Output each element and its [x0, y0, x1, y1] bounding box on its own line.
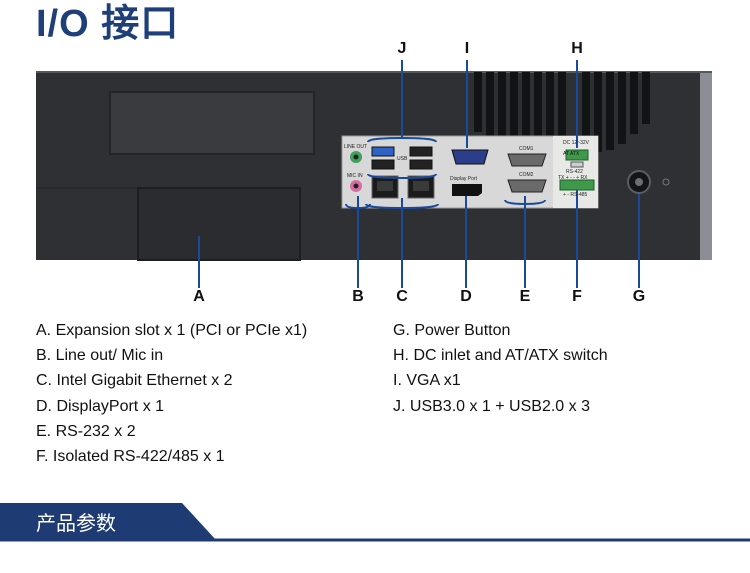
callout-i: I	[464, 40, 470, 57]
callout-c: C	[396, 288, 408, 305]
io-panel-illustration	[36, 60, 712, 288]
callout-b: B	[352, 288, 364, 305]
callout-h: H	[571, 40, 583, 57]
displayport-label: Display Port	[450, 176, 477, 182]
callout-a: A	[193, 288, 205, 305]
legend-item-i: I. VGA x1	[393, 372, 461, 390]
callout-lines	[198, 60, 640, 288]
page-title: I/O 接口	[36, 3, 180, 45]
dc-inlet	[565, 149, 589, 161]
legend-item-h: H. DC inlet and AT/ATX switch	[393, 347, 608, 365]
usb3-port	[371, 146, 395, 157]
callout-d: D	[460, 288, 472, 305]
com2-label: COM2	[519, 172, 534, 178]
legend-item-c: C. Intel Gigabit Ethernet x 2	[36, 372, 233, 390]
section-title: 产品参数	[36, 511, 116, 535]
rs422-terminal	[559, 179, 595, 191]
rs485-label: + - RS-485	[563, 192, 588, 198]
displayport-port	[452, 184, 482, 196]
legend-item-a: A. Expansion slot x 1 (PCI or PCIe x1)	[36, 322, 308, 339]
expansion-slot	[137, 187, 301, 261]
legend-item-g: G. Power Button	[393, 322, 511, 339]
com1-port	[507, 153, 547, 167]
mic-in-label: MIC IN	[347, 173, 363, 179]
com1-label: COM1	[519, 146, 534, 152]
section-header-bar	[0, 503, 750, 542]
chassis-edge	[700, 72, 712, 260]
callout-j: J	[397, 40, 407, 57]
usb-label: USB	[397, 156, 408, 162]
rs-pins-label: TX + - - + RX	[558, 175, 588, 181]
vent-slots	[474, 72, 650, 152]
legend-left-column: A. Expansion slot x 1 (PCI or PCIe x1) B…	[36, 318, 307, 469]
com2-port	[507, 179, 547, 193]
legend-item-f: F. Isolated RS-422/485 x 1	[36, 447, 225, 465]
legend-item-j: J. USB3.0 x 1 + USB2.0 x 3	[393, 397, 590, 415]
legend-item-d: D. DisplayPort x 1	[36, 397, 165, 415]
rs422-label: RS-422	[566, 169, 583, 175]
legend-right-column: G. Power Button H. DC inlet and AT/ATX s…	[393, 318, 608, 419]
callout-f: F	[572, 288, 582, 305]
io-panel-figure: LINE OUT MIC IN USB Display Port COM1 CO…	[0, 38, 750, 308]
upper-cover-plate	[109, 91, 315, 155]
legend-item-e: E. RS-232 x 2	[36, 422, 136, 440]
callout-e: E	[519, 288, 531, 305]
callout-g: G	[632, 288, 646, 305]
at-atx-label: AT ATX	[563, 151, 580, 157]
dc-label: DC 12~32V	[563, 140, 589, 146]
line-out-label: LINE OUT	[344, 144, 368, 150]
legend-item-b: B. Line out/ Mic in	[36, 347, 164, 365]
vga-port	[451, 149, 489, 165]
